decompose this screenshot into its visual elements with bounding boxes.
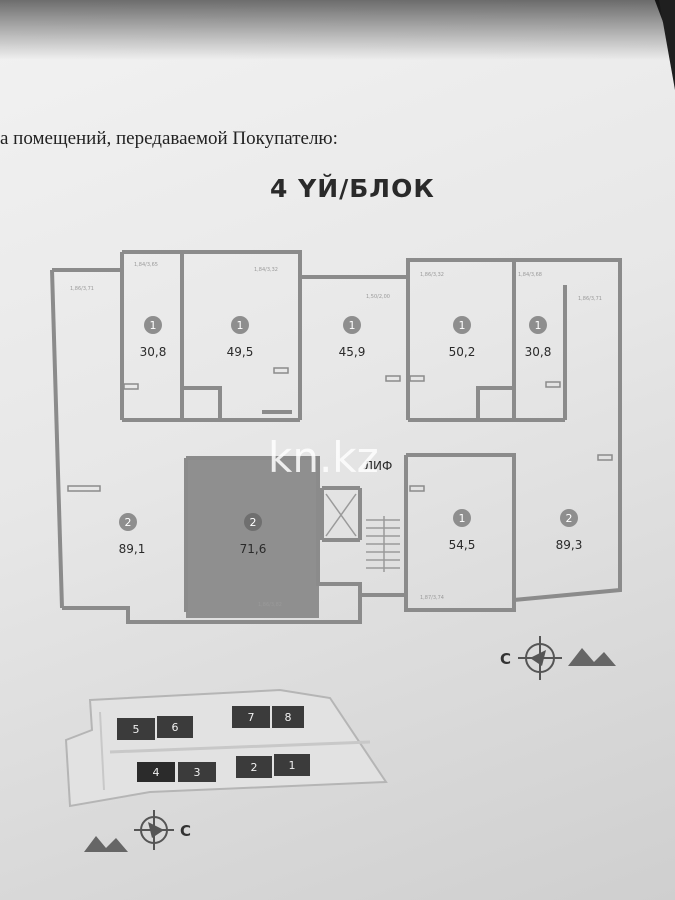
room-dims: 1,50/2,00 (366, 294, 390, 300)
site-block-7: 7 (232, 706, 270, 728)
highlighted-apartment (186, 458, 319, 618)
room-type-badge: 2 (244, 513, 262, 531)
room-r4: 1,86/3,32 1 50,2 (420, 272, 475, 359)
svg-text:1: 1 (459, 319, 466, 332)
room-dims: 1,86/3,32 (420, 272, 444, 278)
svg-text:1: 1 (459, 512, 466, 525)
room-dims: 1,87/3,74 (420, 595, 444, 601)
room-area: 30,8 (140, 345, 167, 359)
site-block-4: 4 (137, 762, 175, 782)
svg-text:1: 1 (349, 319, 356, 332)
room-r1: 1,84/3,65 1 30,8 (134, 262, 166, 359)
svg-text:8: 8 (285, 711, 292, 724)
svg-text:2: 2 (250, 516, 257, 529)
site-block-3: 3 (178, 762, 216, 782)
room-r7: 1,86/3,82 2 71,6 (240, 513, 282, 608)
watermark-text: kn.kz (268, 433, 379, 482)
room-type-badge: 1 (231, 316, 249, 334)
svg-text:5: 5 (133, 723, 140, 736)
svg-text:3: 3 (194, 766, 201, 779)
plan-walls (50, 250, 622, 624)
caption-text: а помещений, передаваемой Покупателю: (0, 128, 338, 149)
windows (67, 367, 613, 492)
room-type-badge: 1 (529, 316, 547, 334)
mountain-icon (568, 648, 616, 666)
site-block-6: 6 (157, 716, 193, 738)
svg-text:1: 1 (535, 319, 542, 332)
stair-label: ЛИФ (364, 459, 392, 473)
svg-text:1: 1 (289, 759, 296, 772)
svg-text:1: 1 (150, 319, 157, 332)
room-dims: 1,86/3,71 (70, 286, 94, 292)
room-area: 49,5 (227, 345, 254, 359)
room-type-badge: 1 (453, 509, 471, 527)
svg-text:С: С (180, 822, 191, 840)
room-area: 50,2 (449, 345, 476, 359)
svg-text:7: 7 (248, 711, 255, 724)
room-r3: 1,50/2,00 1 45,9 (339, 294, 390, 359)
room-area: 54,5 (449, 538, 476, 552)
room-type-badge: 2 (560, 509, 578, 527)
svg-text:6: 6 (172, 721, 179, 734)
compass-top: С (500, 636, 616, 680)
block-title: 4 ҮЙ/БЛОК (270, 174, 435, 203)
site-block-2: 2 (236, 756, 272, 778)
mountain-icon (84, 836, 128, 852)
svg-text:2: 2 (251, 761, 258, 774)
svg-text:2: 2 (566, 512, 573, 525)
room-type-badge: 1 (144, 316, 162, 334)
room-r5: 1,84/3,68 1 30,8 (518, 272, 551, 359)
room-r8: 1,87/3,74 1 54,5 (420, 509, 475, 601)
room-dims: 1,84/3,32 (254, 267, 278, 273)
room-type-badge: 1 (453, 316, 471, 334)
room-r2: 1,84/3,32 1 49,5 (227, 267, 278, 359)
svg-text:2: 2 (125, 516, 132, 529)
site-plan: 5 6 7 8 4 3 2 1 (64, 688, 388, 808)
top-shadow (0, 0, 675, 60)
room-r6: 1,86/3,71 2 89,1 (70, 286, 145, 556)
room-dims: 1,86/3,71 (578, 296, 602, 302)
room-area: 89,3 (556, 538, 583, 552)
room-area: 71,6 (240, 542, 267, 556)
site-block-1: 1 (274, 754, 310, 776)
room-area: 89,1 (119, 542, 146, 556)
site-block-5: 5 (117, 718, 155, 740)
room-area: 45,9 (339, 345, 366, 359)
room-r9: 1,86/3,71 2 89,3 (556, 296, 602, 552)
stairwell: ЛИФ (325, 459, 400, 572)
svg-text:С: С (500, 650, 511, 668)
room-dims: 1,84/3,68 (518, 272, 542, 278)
room-dims: 1,84/3,65 (134, 262, 158, 268)
svg-text:4: 4 (153, 766, 160, 779)
svg-text:1: 1 (237, 319, 244, 332)
room-type-badge: 1 (343, 316, 361, 334)
compass-bottom: С (84, 810, 191, 852)
room-area: 30,8 (525, 345, 552, 359)
site-block-8: 8 (272, 706, 304, 728)
room-type-badge: 2 (119, 513, 137, 531)
room-dims: 1,86/3,82 (258, 602, 282, 608)
